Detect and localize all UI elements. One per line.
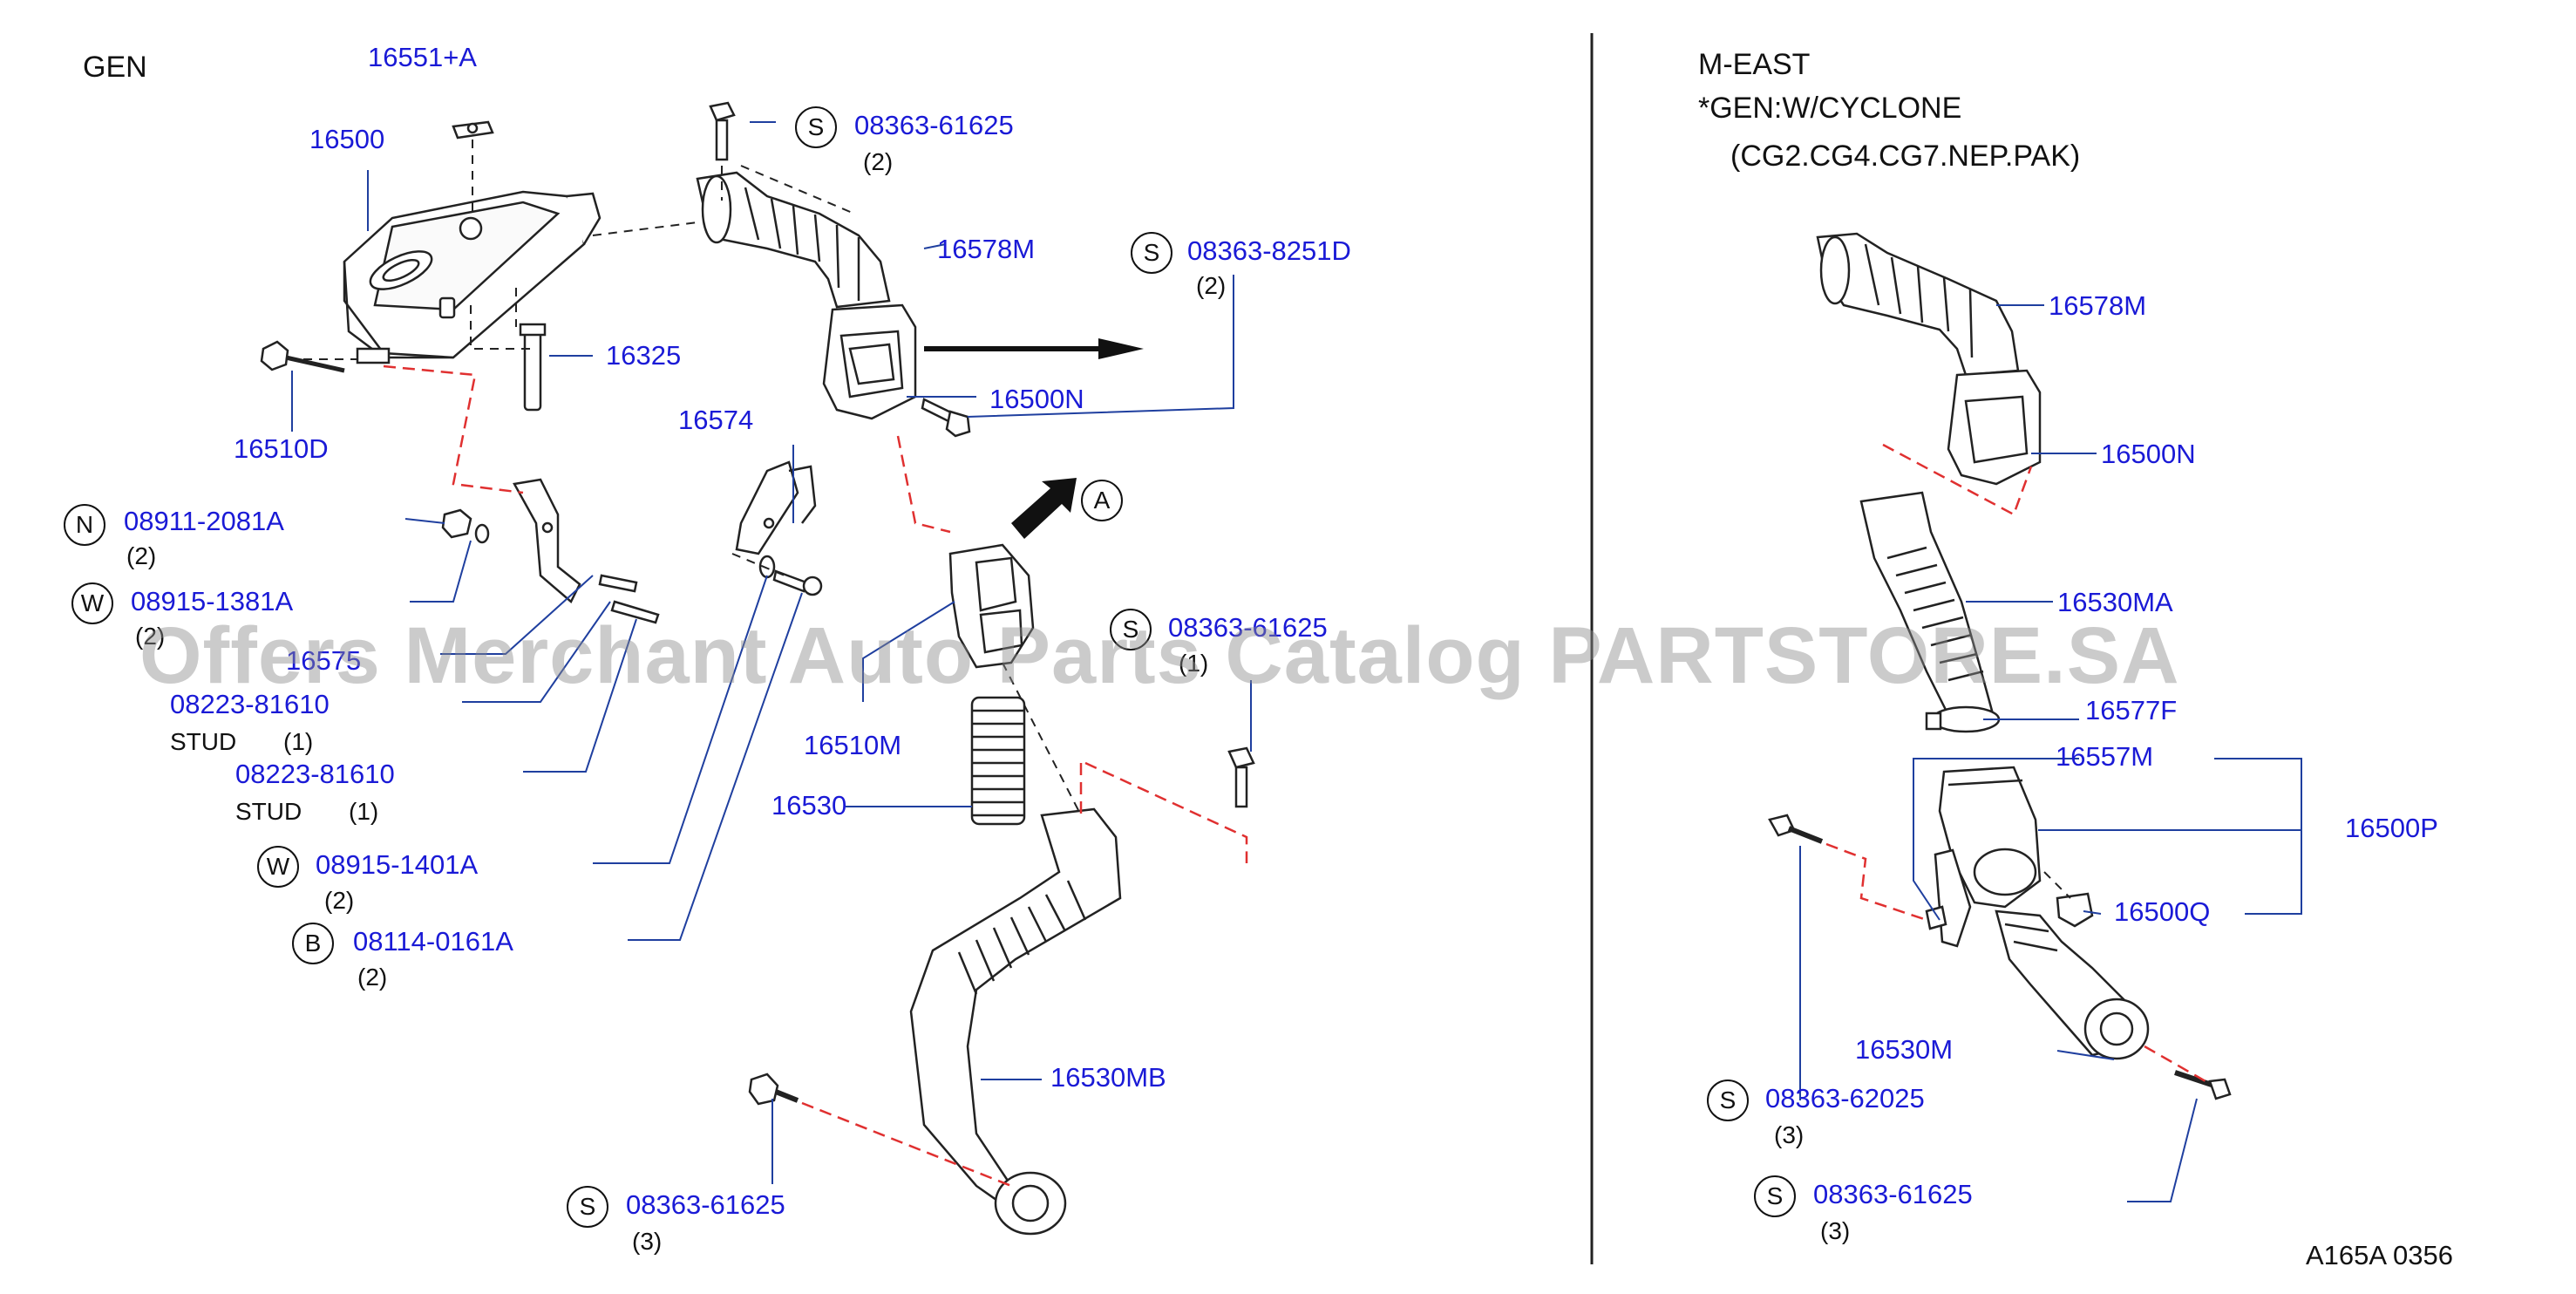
symbol-w: W [71,582,113,624]
nut-2081a-label[interactable]: 08911-2081A [124,506,284,536]
part-16500q-label[interactable]: 16500Q [2114,896,2211,927]
stud2-label[interactable]: 08223-81610 [235,759,395,789]
connector-16500n [822,303,917,420]
part-16575-label[interactable]: 16575 [286,645,362,676]
leaders-right [1799,304,2302,1202]
symbol-s: S [1754,1175,1796,1217]
bolt-62025-qty: (3) [1774,1121,1805,1148]
bolt-61625-right-label[interactable]: 08363-61625 [1813,1179,1973,1209]
stud2-type: STUD [235,798,302,825]
arrow-head [1098,338,1144,359]
symbol-s: S [567,1186,608,1228]
washer-1381a-qty: (2) [135,623,166,650]
leaders-left [291,121,1252,1184]
duct-16578m [696,171,891,309]
bolt-0161-icon [772,569,823,596]
symbol-a: A [1081,480,1123,521]
bolt-mid-label[interactable]: 08363-61625 [1168,612,1328,643]
bracket-16574 [735,460,817,555]
bolt-top-icon [709,101,736,161]
nut-2081a-qty: (2) [126,542,157,569]
duct-16530ma [1859,491,1994,725]
symbol-s: S [1131,232,1172,274]
part-16578m-label[interactable]: 16578M [937,234,1036,264]
stud2-qty: (1) [349,798,379,825]
bolt-8251d-label[interactable]: 08363-8251D [1187,235,1351,266]
symbol-b: B [292,923,334,964]
clip-16551 [452,120,494,140]
stud-icons [598,574,660,624]
part-16530m-label[interactable]: 16530M [1855,1034,1954,1065]
bracket-16575 [513,478,581,603]
symbol-w: W [257,846,299,888]
bolt-mid-icon [1227,746,1255,808]
part-16551a-label[interactable]: 16551+A [368,42,477,72]
washer-1381a-label[interactable]: 08915-1381A [131,586,294,616]
part-16500n-right-label[interactable]: 16500N [2101,439,2196,469]
bolt-bottom-icon [748,1073,799,1106]
part-16500n-label[interactable]: 16500N [989,384,1084,414]
section-gen-label: GEN [83,51,147,84]
red-dashed-leaders-right [1825,443,2206,1083]
bolt-top-qty: (2) [863,148,894,175]
part-16530-label[interactable]: 16530 [771,790,847,821]
duct-16530mb [909,807,1122,1236]
symbol-s: S [1707,1079,1749,1121]
cyclone-16500p [1938,766,2042,909]
bolt-top-label[interactable]: 08363-61625 [854,110,1014,140]
bolt-8251d-qty: (2) [1196,272,1227,299]
red-dashed-leaders-left [383,364,1248,1188]
bolt-bottom-label[interactable]: 08363-61625 [626,1189,785,1220]
clamp-16577f [1925,705,2001,733]
bolt-0161a-qty: (2) [357,964,388,991]
part-16510m-label[interactable]: 16510M [804,730,902,760]
section-markets-label: (CG2.CG4.CG7.NEP.PAK) [1730,140,2081,173]
duct-16578m-right [1816,232,2020,377]
part-16530ma-label[interactable]: 16530MA [2057,587,2173,617]
cap-16500q [2056,892,2094,928]
part-16574-label[interactable]: 16574 [678,405,754,435]
part-16557m-label[interactable]: 16557M [2056,741,2154,772]
bolt-62025-label[interactable]: 08363-62025 [1765,1083,1925,1114]
watermark: Offers Merchant Auto Parts Catalog PARTS… [139,611,2180,700]
stud1-qty: (1) [283,728,314,755]
resonator-16510m [948,543,1035,669]
sensor-16325 [519,323,547,412]
part-16325-label[interactable]: 16325 [606,340,682,371]
stud1-label[interactable]: 08223-81610 [170,689,330,719]
bolt-16510d [260,340,345,373]
part-16500p-label[interactable]: 16500P [2345,813,2438,843]
figure-code: A165A 0356 [2306,1240,2453,1270]
bolt-8251d-icon [921,398,971,438]
arrow-a [1011,478,1077,539]
duct-16530m [1995,909,2150,1060]
part-16530mb-label[interactable]: 16530MB [1050,1062,1166,1093]
bolt-0161a-label[interactable]: 08114-0161A [353,926,513,957]
bolt-mid-qty: (1) [1179,650,1209,677]
bolt-62025-icon [1768,814,1824,844]
bracket-16557m [1925,848,1972,948]
washer-icon [474,523,490,544]
section-meast-label: M-EAST [1698,48,1811,81]
symbol-s: S [1110,609,1152,650]
symbol-s: S [795,106,837,148]
bolt-bottom-qty: (3) [632,1228,663,1255]
part-16577f-label[interactable]: 16577F [2085,695,2178,725]
bolt-61625-right-qty: (3) [1820,1217,1851,1244]
symbol-n: N [64,504,105,546]
part-16510d-label[interactable]: 16510D [234,433,329,464]
part-16500-label[interactable]: 16500 [309,124,385,154]
section-cyclone-label: *GEN:W/CYCLONE [1698,92,1962,125]
hose-16530 [970,696,1026,826]
washer-1401a-label[interactable]: 08915-1401A [316,849,479,880]
connector-16500n-right [1947,369,2042,486]
washer-1401a-qty: (2) [324,887,355,914]
stud1-type: STUD [170,728,237,755]
nut-icon [441,508,472,539]
part-16578m-right-label[interactable]: 16578M [2049,290,2147,321]
air-cleaner-housing [343,190,602,364]
bolt-61625-right-icon [2174,1070,2232,1100]
